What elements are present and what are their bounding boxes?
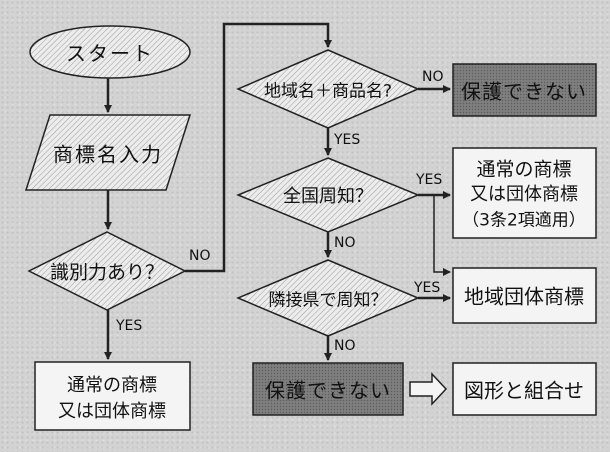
cannot-protect-box-2 [252,362,404,416]
edge-label-neighbor-no: NO [334,338,356,354]
normal-result-line1: 通常の商標 [67,375,157,396]
edge-label-region-yes: YES [334,132,361,148]
start-terminal [29,25,191,79]
distinct-question-label: 識別力あり？ [49,261,165,284]
edge-label-distinct-no: NO [189,248,211,264]
cannot-protect-label-1: 保護できない [461,79,587,104]
edge-national-regional [418,194,451,276]
cannot-protect-box-1 [452,63,597,117]
regional-collective-label: 地域団体商標 [464,284,584,309]
normal-result-line2: 又は団体商標 [58,401,166,422]
input-parallelogram [24,114,192,191]
region-question-label: 地域名＋商品名? [263,81,393,102]
edge-label-distinct-yes: YES [116,318,143,334]
regional-collective-box [452,267,597,324]
national-question-label: 全国周知？ [283,186,373,207]
cannot-protect-label-2: 保護できない [265,378,391,403]
edge-label-region-no: NO [422,69,444,85]
edge-distinct-region [185,22,332,273]
edge-label-national-no: NO [334,235,356,251]
combine-arrow-icon [409,372,448,406]
edge-label-neighbor-yes: YES [414,280,441,296]
normal-3-2-line3: （3条2項適用） [462,210,586,231]
normal-result-box [34,361,191,431]
normal-3-2-line2: 又は団体商標 [470,184,578,205]
figure-combo-label: 図形と組合せ [464,378,584,403]
start-label: スタート [66,41,154,66]
input-label: 商標名入力 [53,142,163,167]
normal-3-2-line1: 通常の商標 [476,158,572,181]
neighbor-question-label: 隣接県で周知？ [268,290,388,311]
figure-combo-box [452,362,597,416]
normal-3-2-box [452,147,597,239]
edge-label-national-yes: YES [416,172,443,188]
